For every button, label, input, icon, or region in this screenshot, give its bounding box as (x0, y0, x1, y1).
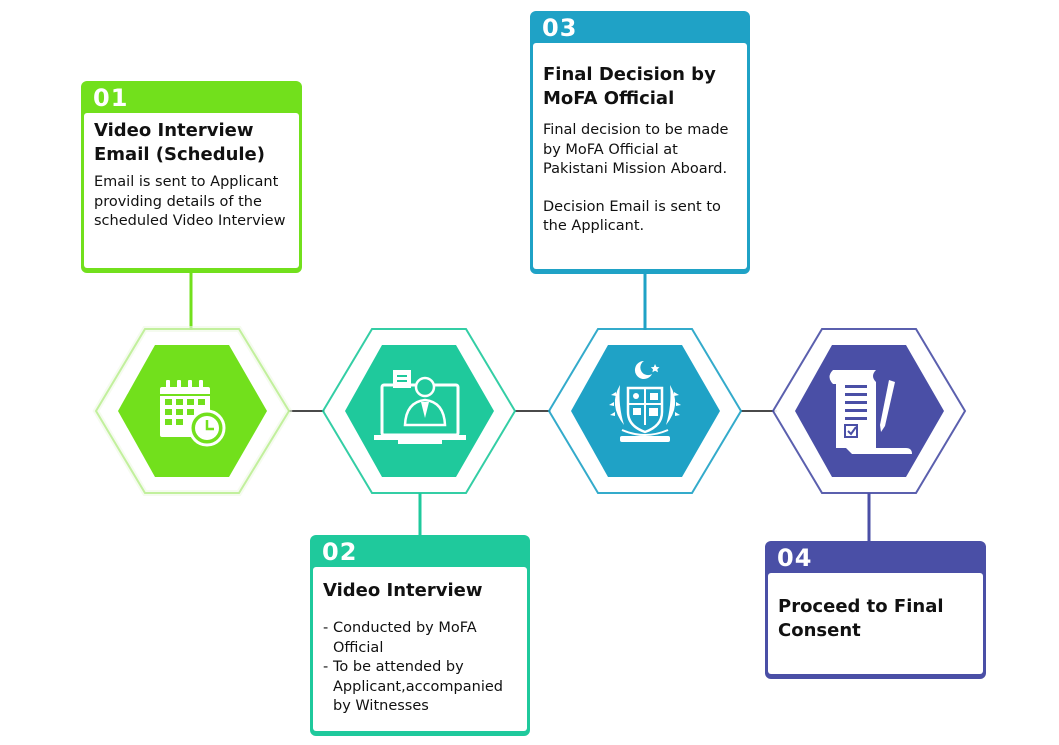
step-description-2: Decision Email is sent to the Applicant. (543, 198, 721, 235)
step-card-body: Video Interview Email (Schedule) Email i… (84, 113, 299, 268)
step-card-2: 02 Video Interview Conducted by MoFA Off… (310, 535, 530, 736)
step-number: 01 (93, 84, 129, 112)
step-title: Proceed to Final Consent (778, 596, 944, 641)
video-conference-icon (374, 370, 466, 444)
step-card-body: Proceed to Final Consent (768, 573, 983, 674)
step-bullets: Conducted by MoFA Official To be attende… (323, 619, 517, 717)
step-description: Final decision to be made by MoFA Offici… (543, 122, 729, 177)
step-title: Video Interview Email (Schedule) (94, 120, 265, 165)
step-description: Email is sent to Applicant providing det… (94, 174, 286, 229)
step-title: Final Decision by MoFA Official (543, 64, 716, 109)
document-scroll-icon (829, 370, 912, 454)
step-card-3: 03 Final Decision by MoFA Official Final… (530, 11, 750, 274)
list-item: Conducted by MoFA Official (323, 619, 517, 658)
step-number: 04 (777, 544, 813, 572)
step-title: Video Interview (323, 580, 483, 601)
pakistan-emblem-icon (609, 360, 681, 442)
step-card-body: Final Decision by MoFA Official Final de… (533, 43, 747, 269)
calendar-clock-icon (160, 380, 226, 447)
step-number: 03 (542, 14, 578, 42)
list-item: To be attended by Applicant,accompanied … (323, 658, 517, 717)
step-card-4: 04 Proceed to Final Consent (765, 541, 986, 679)
step-number: 02 (322, 538, 358, 566)
step-card-1: 01 Video Interview Email (Schedule) Emai… (81, 81, 302, 273)
step-card-body: Video Interview Conducted by MoFA Offici… (313, 567, 527, 731)
